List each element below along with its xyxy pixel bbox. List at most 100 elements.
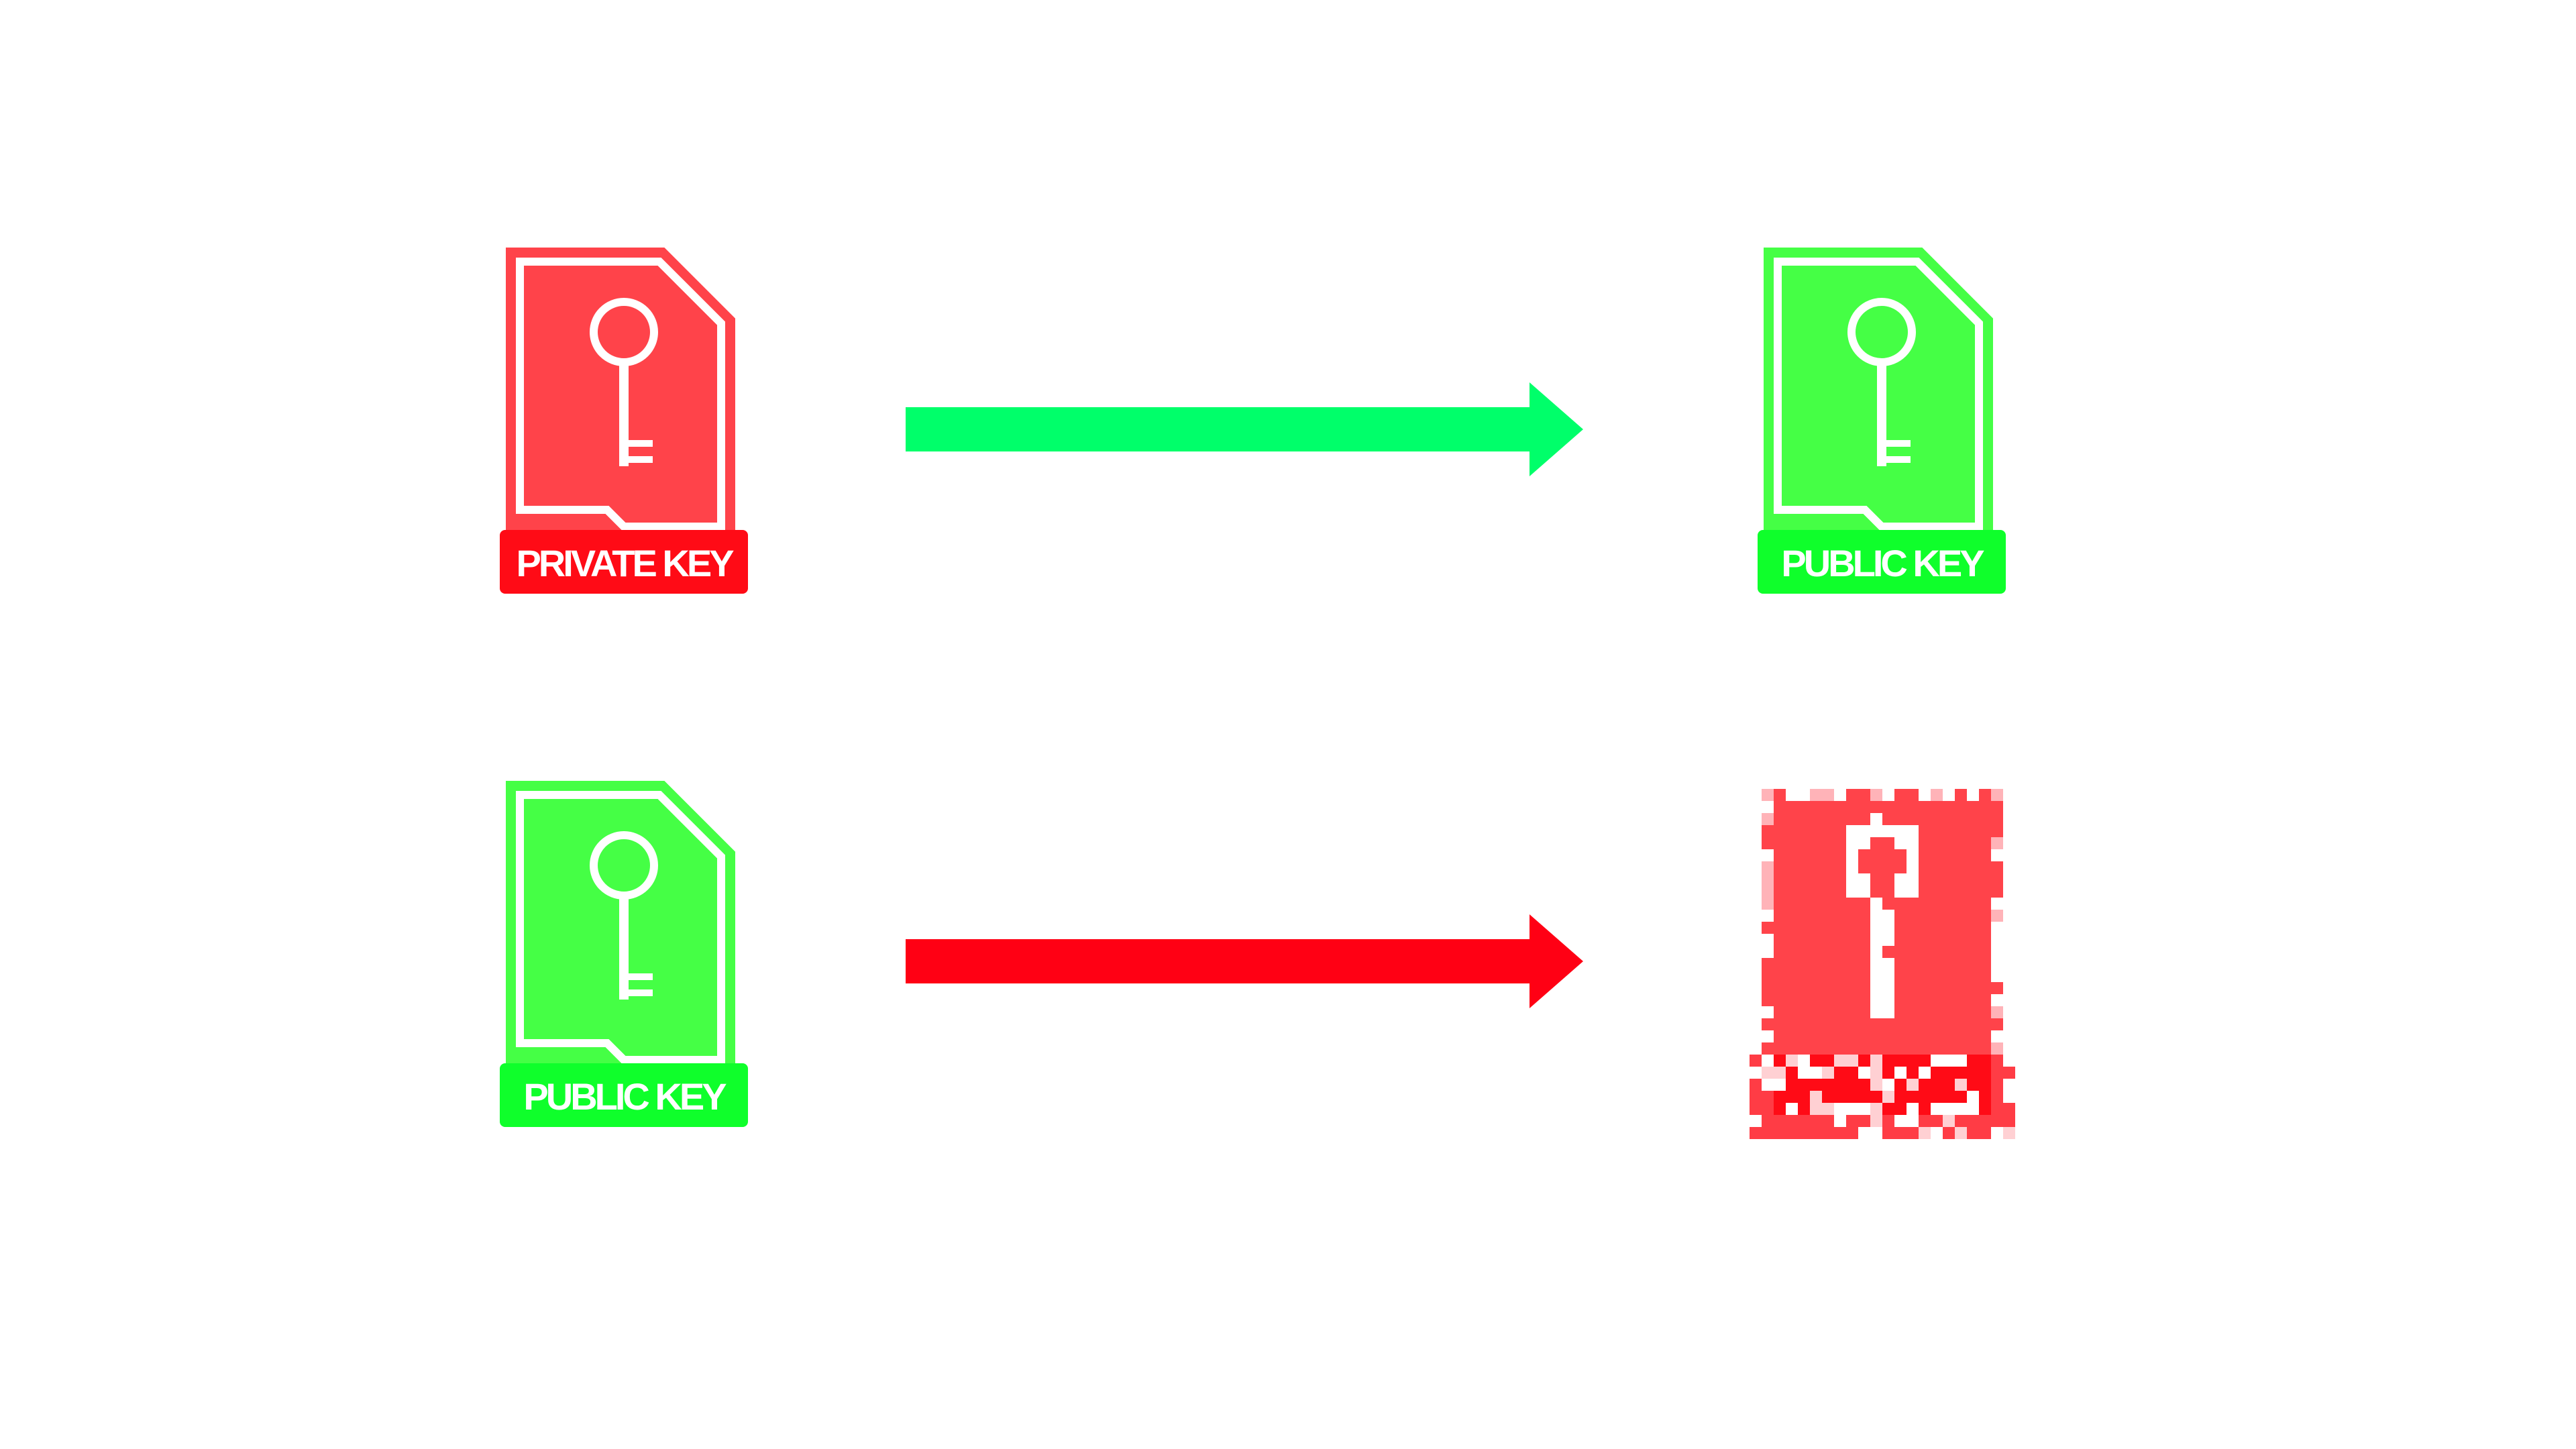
corrupted-pixel xyxy=(1810,813,1822,825)
corrupted-pixel xyxy=(1810,1030,1822,1042)
corrupted-pixel xyxy=(1894,946,1907,958)
corrupted-pixel xyxy=(1822,946,1834,958)
corrupted-pixel xyxy=(1931,837,1943,849)
corrupted-pixel xyxy=(1882,1030,1894,1042)
corrupted-pixel xyxy=(1870,1006,1882,1018)
corrupted-pixel xyxy=(1762,922,1774,934)
corrupted-pixel xyxy=(1919,837,1931,849)
corrupted-pixel xyxy=(1822,1103,1834,1115)
corrupted-pixel xyxy=(1991,958,2003,970)
corrupted-pixel xyxy=(1894,885,1907,898)
corrupted-pixel xyxy=(1882,1018,1894,1030)
corrupted-pixel xyxy=(1882,861,1894,873)
corrupted-pixel xyxy=(1943,1030,1955,1042)
corrupted-pixel xyxy=(1931,994,1943,1006)
corrupted-pixel xyxy=(1907,1030,1919,1042)
corrupted-pixel xyxy=(1967,1030,1979,1042)
corrupted-pixel xyxy=(1786,1079,1798,1091)
corrupted-pixel xyxy=(1822,898,1834,910)
corrupted-pixel xyxy=(1786,934,1798,946)
corrupted-pixel xyxy=(1979,1042,1991,1055)
corrupted-pixel xyxy=(1894,970,1907,982)
corrupted-pixel xyxy=(1894,1030,1907,1042)
corrupted-pixel xyxy=(1858,898,1870,910)
corrupted-pixel xyxy=(1907,861,1919,873)
corrupted-pixel xyxy=(1979,825,1991,837)
corrupted-pixel xyxy=(1846,1127,1858,1139)
corrupted-pixel xyxy=(1858,813,1870,825)
corrupted-pixel xyxy=(1822,1115,1834,1127)
corrupted-pixel xyxy=(1919,861,1931,873)
corrupted-pixel xyxy=(1943,910,1955,922)
corrupted-pixel xyxy=(1931,1067,1943,1079)
corrupted-pixel xyxy=(1979,982,1991,994)
corrupted-pixel xyxy=(1810,934,1822,946)
corrupted-pixel xyxy=(1919,873,1931,885)
corrupted-pixel xyxy=(1967,994,1979,1006)
corrupted-pixel xyxy=(1919,958,1931,970)
corrupted-pixel xyxy=(1931,861,1943,873)
corrupted-pixel xyxy=(1894,789,1907,801)
corrupted-pixel xyxy=(1858,1091,1870,1103)
corrupted-pixel xyxy=(1955,994,1967,1006)
corrupted-pixel xyxy=(1907,789,1919,801)
corrupted-pixel xyxy=(1894,1103,1907,1115)
corrupted-pixel xyxy=(1991,1079,2003,1091)
corrupted-pixel xyxy=(1979,1115,1991,1127)
corrupted-pixel xyxy=(1846,910,1858,922)
corrupted-pixel xyxy=(1762,837,1774,849)
corrupted-pixel xyxy=(1882,1079,1894,1091)
corrupted-pixel xyxy=(1907,910,1919,922)
corrupted-pixel xyxy=(1870,1055,1882,1067)
corrupted-pixel xyxy=(1931,982,1943,994)
corrupted-pixel xyxy=(1810,1067,1822,1079)
corrupted-pixel xyxy=(1834,934,1846,946)
corrupted-pixel xyxy=(1967,1018,1979,1030)
corrupted-pixel xyxy=(1907,1067,1919,1079)
corrupted-pixel xyxy=(1810,946,1822,958)
corrupted-pixel xyxy=(1858,789,1870,801)
corrupted-pixel xyxy=(1894,825,1907,837)
corrupted-pixel xyxy=(1870,1079,1882,1091)
corrupted-pixel xyxy=(1798,837,1810,849)
corrupted-pixel xyxy=(1846,994,1858,1006)
corrupted-pixel xyxy=(1907,873,1919,885)
corrupted-pixel xyxy=(1750,1115,1762,1127)
corrupted-pixel xyxy=(1810,1103,1822,1115)
corrupted-pixel xyxy=(1846,813,1858,825)
corrupted-pixel xyxy=(1991,1006,2003,1018)
corrupted-pixel xyxy=(1822,934,1834,946)
corrupted-pixel xyxy=(1798,970,1810,982)
corrupted-pixel xyxy=(1786,958,1798,970)
corrupted-pixel xyxy=(1834,1079,1846,1091)
corrupted-pixel xyxy=(1870,885,1882,898)
corrupted-pixel xyxy=(1858,1018,1870,1030)
corrupted-pixel xyxy=(1882,1103,1894,1115)
corrupted-pixel xyxy=(1786,946,1798,958)
corrupted-pixel xyxy=(1834,885,1846,898)
corrupted-pixel xyxy=(1762,789,1774,801)
corrupted-pixel xyxy=(1955,1103,1967,1115)
corrupted-pixel xyxy=(1979,1103,1991,1115)
corrupted-pixel xyxy=(1774,1127,1786,1139)
corrupted-pixel xyxy=(1834,898,1846,910)
corrupted-pixel xyxy=(1786,825,1798,837)
corrupted-pixel xyxy=(1846,898,1858,910)
corrupted-pixel xyxy=(1943,885,1955,898)
corrupted-pixel xyxy=(1774,1067,1786,1079)
corrupted-pixel xyxy=(1762,1055,1774,1067)
corrupted-key-file-icon xyxy=(1750,789,2015,1139)
corrupted-pixel xyxy=(1919,789,1931,801)
corrupted-pixel xyxy=(1834,946,1846,958)
corrupted-pixel xyxy=(1786,1018,1798,1030)
corrupted-pixel xyxy=(1798,873,1810,885)
corrupted-pixel xyxy=(1967,801,1979,813)
public-key-file: PUBLIC KEY xyxy=(1758,245,2006,594)
corrupted-pixel xyxy=(1834,1030,1846,1042)
corrupted-pixel xyxy=(1919,1018,1931,1030)
corrupted-pixel xyxy=(1798,849,1810,861)
corrupted-pixel xyxy=(1810,789,1822,801)
corrupted-pixel xyxy=(1919,982,1931,994)
corrupted-pixel xyxy=(1846,873,1858,885)
corrupted-pixel xyxy=(1967,885,1979,898)
